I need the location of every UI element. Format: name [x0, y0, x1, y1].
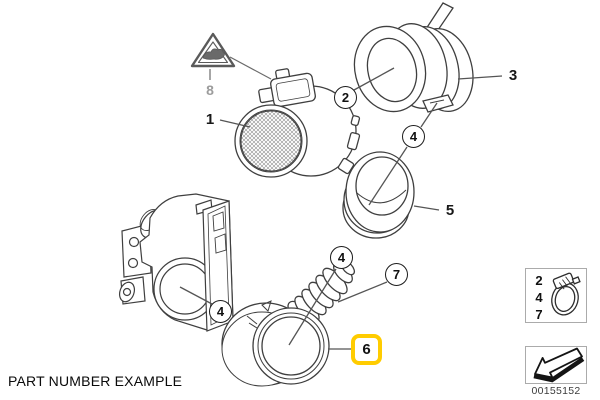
callout-3-label[interactable]: 3 [508, 67, 518, 84]
part-3-drawing [353, 2, 474, 113]
callout-8-label[interactable]: 8 [206, 82, 214, 98]
callout-2-circle[interactable]: 2 [334, 86, 357, 109]
callout-4-circle-middle[interactable]: 4 [330, 246, 353, 269]
diagram-code: 00155152 [531, 385, 581, 397]
part-6-drawing [221, 260, 356, 387]
part-1-drawing [234, 68, 361, 178]
callout-1-label[interactable]: 1 [205, 111, 215, 128]
page-caption: PART NUMBER EXAMPLE [8, 373, 183, 389]
callout-7-circle[interactable]: 7 [385, 263, 408, 286]
legend-clamp-ref-4: 4 [535, 290, 543, 305]
hose-clamp-icon [551, 272, 581, 316]
legend-clamp-ref-2: 2 [535, 273, 543, 288]
callout-5-label[interactable]: 5 [445, 202, 455, 219]
legend-clamp-ref-7: 7 [535, 307, 543, 322]
direction-arrow-icon [533, 347, 585, 383]
legend-arrow-box [525, 346, 587, 384]
callout-6-highlighted-label[interactable]: 6 [351, 334, 382, 365]
legend-clamp-box: 2 4 7 [525, 268, 587, 323]
callout-4-circle-bottom[interactable]: 4 [209, 300, 232, 323]
warning-triangle-icon [190, 32, 236, 68]
item8-leader-lines [209, 56, 272, 80]
callout-leader-lines [179, 67, 503, 350]
callout-4-circle-top[interactable]: 4 [402, 125, 425, 148]
